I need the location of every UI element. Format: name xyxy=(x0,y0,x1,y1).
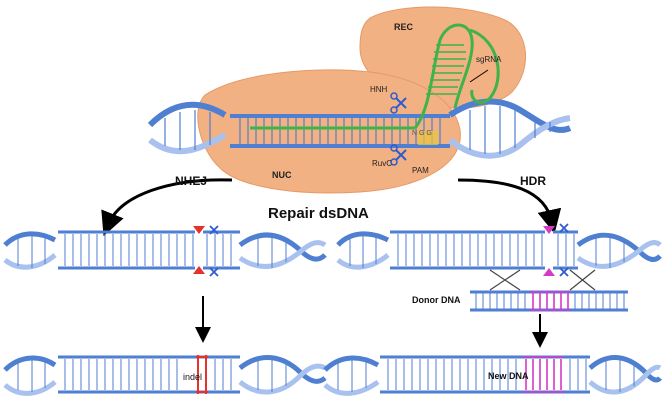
hdr-repaired-dna: New DNA xyxy=(323,354,662,396)
hnh-label: HNH xyxy=(370,85,388,94)
rec-label: REC xyxy=(394,22,414,32)
indel-label: indel xyxy=(183,372,202,382)
donor-insert xyxy=(530,291,570,311)
pam-region xyxy=(418,131,438,145)
new-dna-insert xyxy=(523,356,564,393)
ngg-label: N G G xyxy=(412,130,432,137)
nhej-cut-marker-bottom xyxy=(193,266,205,274)
nhej-cut-marker-top xyxy=(193,226,205,234)
new-dna-label: New DNA xyxy=(488,371,529,381)
hdr-scissor-icon-lower xyxy=(559,267,569,277)
nuc-lobe xyxy=(197,69,461,194)
nhej-label: NHEJ xyxy=(175,174,207,188)
nhej-repaired-dna: indel xyxy=(3,354,327,396)
nuc-label: NUC xyxy=(272,170,292,180)
nhej-arrow xyxy=(101,178,233,237)
donor-dna-label: Donor DNA xyxy=(412,295,461,305)
top-dna-helix xyxy=(147,98,572,159)
hdr-label: HDR xyxy=(520,174,546,188)
sgrna-strand xyxy=(250,23,500,130)
hdr-cut-marker-bottom xyxy=(543,268,555,276)
hdr-scissor-icon xyxy=(559,223,569,233)
nhej-broken-dna xyxy=(3,225,327,277)
homology-crossovers xyxy=(489,269,596,291)
ruvc-scissor-icon xyxy=(390,144,407,166)
donor-dna: Donor DNA xyxy=(412,290,628,312)
nhej-scissor-icon xyxy=(209,225,219,235)
hdr-cut-marker-top xyxy=(543,226,555,234)
cas9-complex: REC NUC sgRNA HNH RuvC PAM N G G xyxy=(147,6,572,194)
hdr-arrow xyxy=(457,178,562,234)
repair-label: Repair dsDNA xyxy=(268,205,369,222)
pam-label: PAM xyxy=(412,166,429,175)
sgrna-pointer xyxy=(469,69,489,83)
sgrna-label: sgRNA xyxy=(476,55,502,64)
hdr-broken-dna xyxy=(336,223,662,277)
ruvc-label: RuvC xyxy=(372,159,392,168)
indel-site xyxy=(196,355,208,394)
hnh-scissor-icon xyxy=(390,92,407,114)
nhej-scissor-icon-lower xyxy=(209,267,219,277)
